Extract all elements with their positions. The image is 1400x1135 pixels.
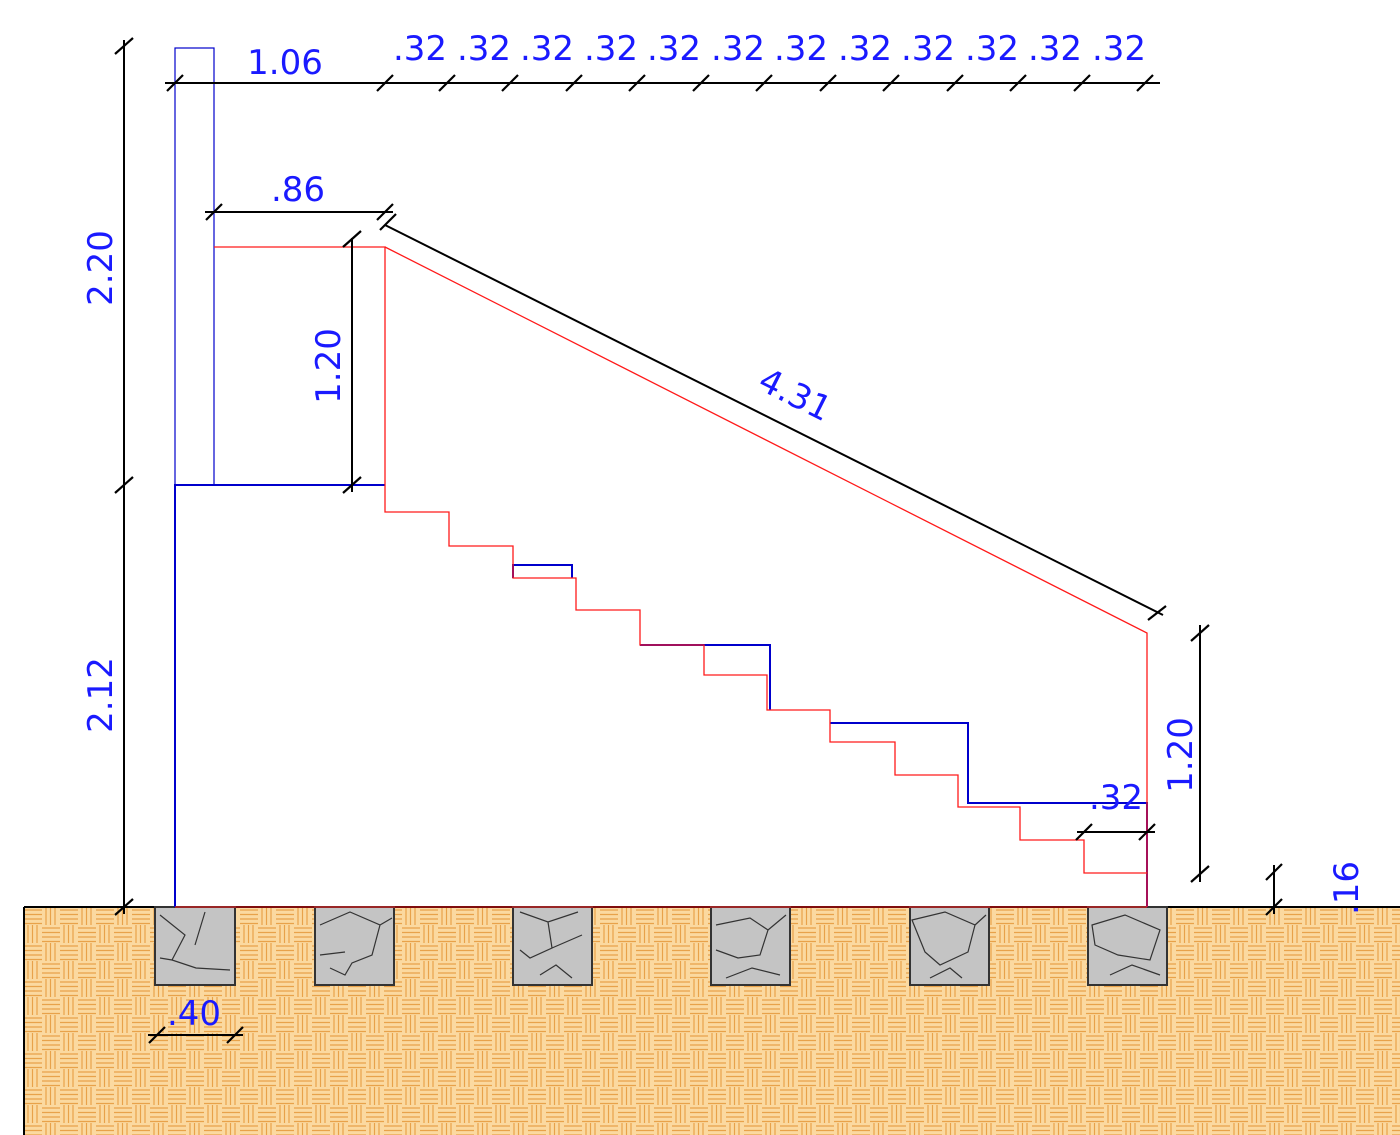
- dim-label-tread: .32: [647, 29, 701, 69]
- stair-outline-blue-1: [512, 564, 573, 578]
- footing-1: [154, 906, 236, 986]
- dim-label-rail-length: 4.31: [752, 360, 838, 430]
- dim-label-top-run: 1.06: [247, 43, 323, 83]
- footing-2: [314, 906, 395, 986]
- dim-label-tread: .32: [520, 29, 574, 69]
- dim-label-tread: .32: [393, 29, 447, 69]
- dim-label-tread: .32: [774, 29, 828, 69]
- landing-structure: [174, 484, 385, 907]
- dimension-ticks: [114, 37, 1283, 1044]
- dim-label-tread: .32: [838, 29, 892, 69]
- dim-label-rail-height-bottom: 1.20: [1161, 717, 1201, 793]
- dimension-labels: 1.06 .32 .32 .32 .32 .32 .32 .32 .32 .32…: [81, 29, 1367, 1034]
- dim-label-tread: .32: [457, 29, 511, 69]
- dim-label-ground-offset: .16: [1327, 861, 1367, 915]
- column-upper: [174, 47, 215, 486]
- dim-label-tread: .32: [901, 29, 955, 69]
- railing-red: [384, 246, 1148, 873]
- dim-label-last-tread: .32: [1089, 778, 1143, 818]
- dim-label-upper-height: 2.20: [81, 230, 121, 306]
- stair-outline-blue-2: [640, 644, 771, 710]
- dim-label-landing-width: .86: [271, 170, 325, 210]
- dim-label-tread: .32: [584, 29, 638, 69]
- dim-label-tread: .32: [1092, 29, 1146, 69]
- footing-6: [1087, 906, 1168, 986]
- stair-profile-red: [214, 246, 1148, 907]
- dim-label-tread: .32: [965, 29, 1019, 69]
- dim-label-tread: .32: [711, 29, 765, 69]
- footing-5: [909, 906, 990, 986]
- dim-label-tread: .32: [1028, 29, 1082, 69]
- footing-4: [710, 906, 791, 986]
- dim-label-rail-height-top: 1.20: [309, 328, 349, 404]
- footing-3: [512, 906, 593, 986]
- dim-label-footing-width: .40: [167, 994, 221, 1034]
- dim-label-lower-height: 2.12: [81, 657, 121, 733]
